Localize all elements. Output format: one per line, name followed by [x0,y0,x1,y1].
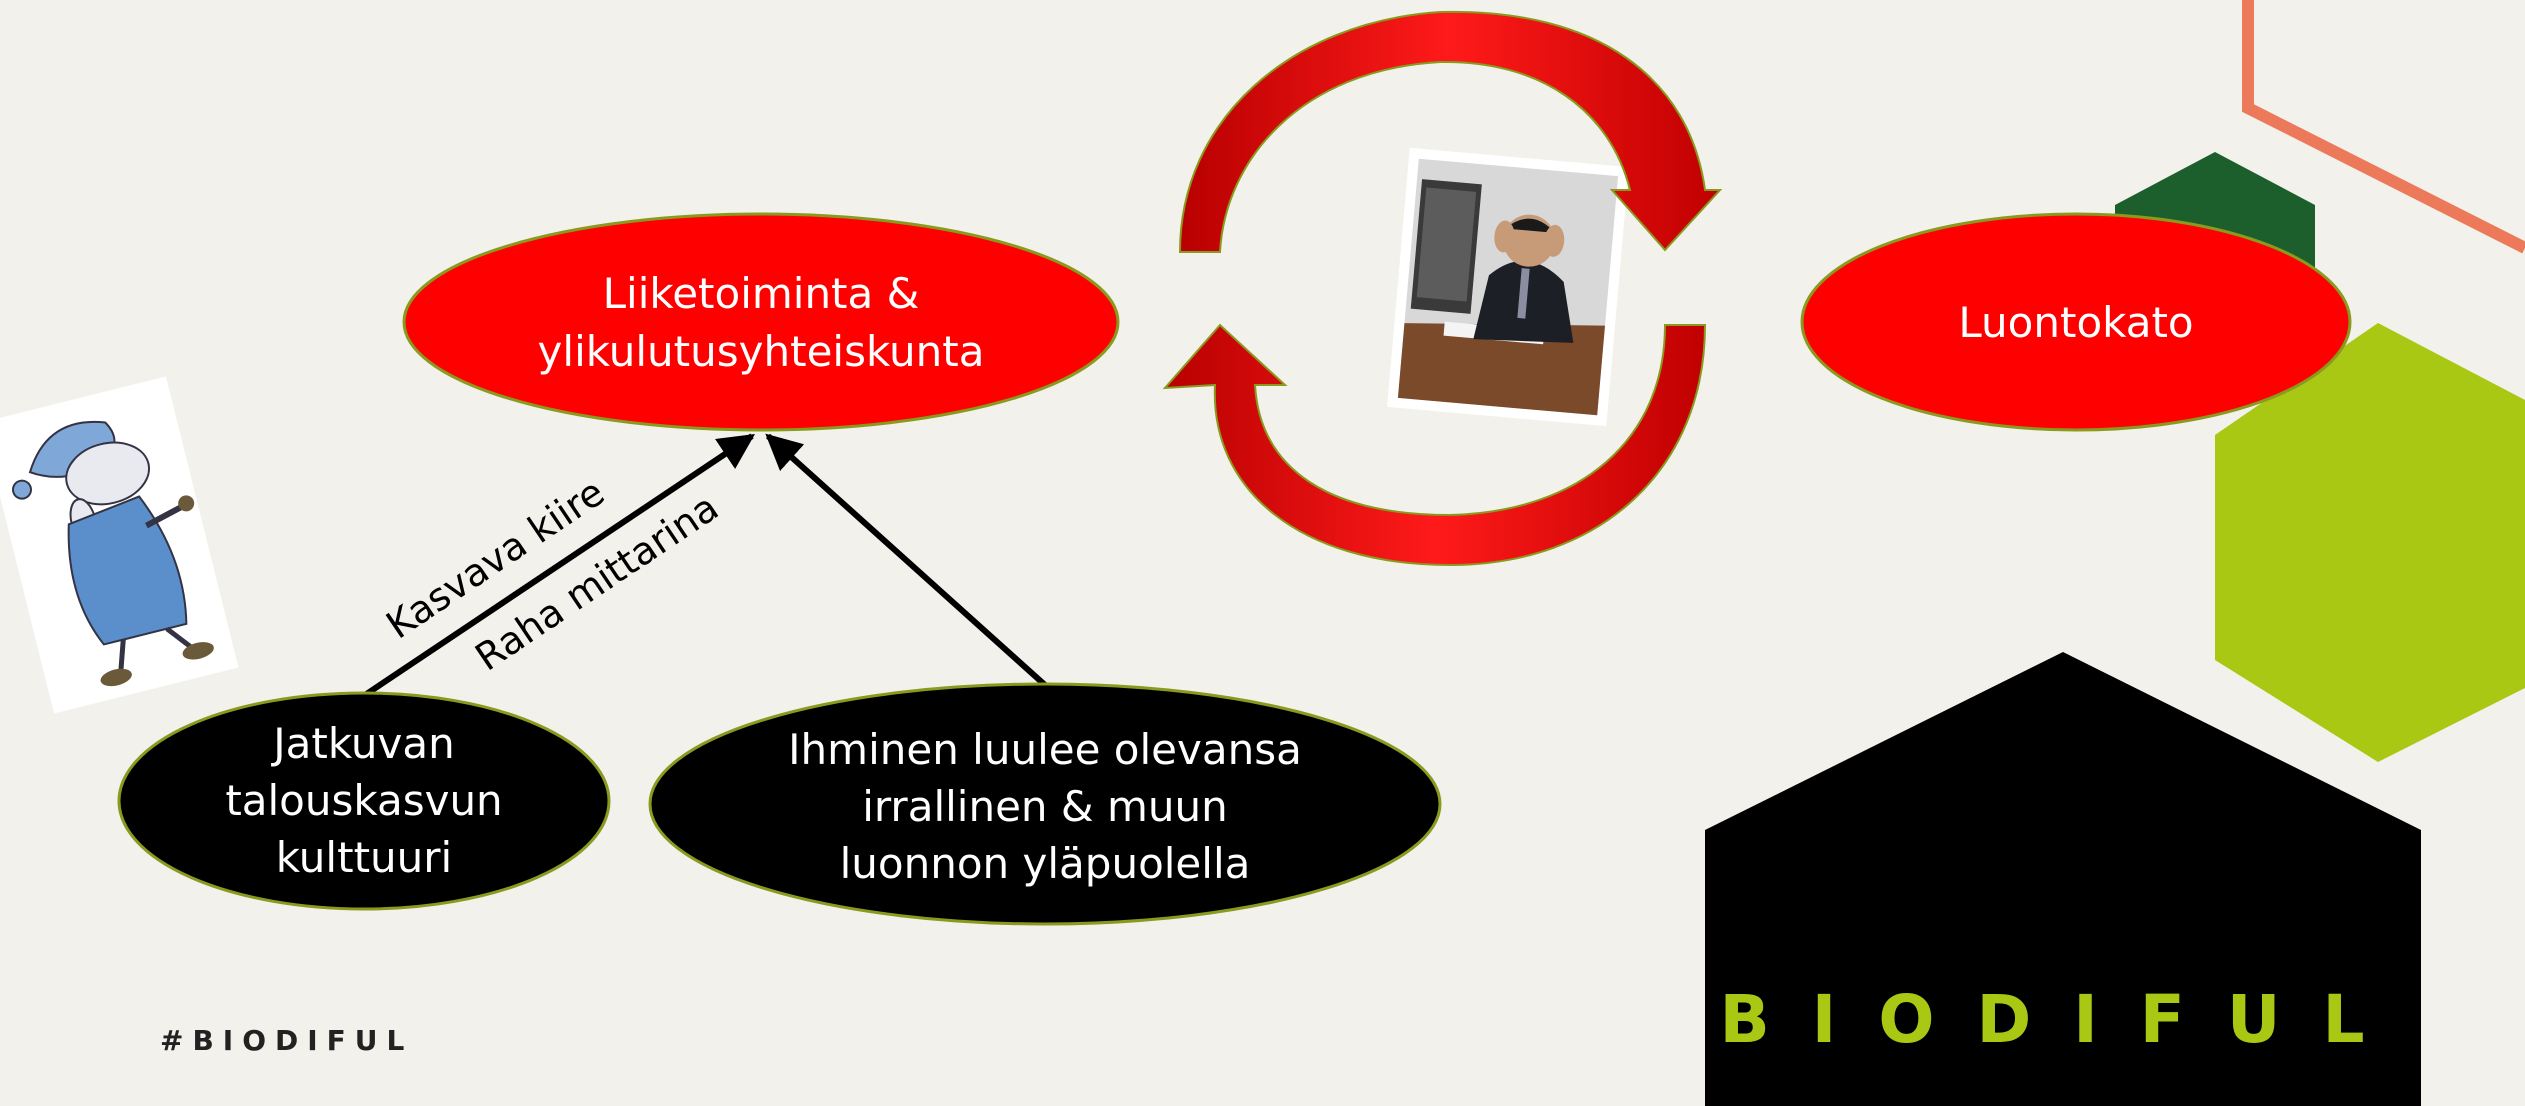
node-human-view-line-2: irrallinen & muun [862,782,1228,831]
cycle-arrow-top [1178,10,1723,253]
cycle-arrow-bottom [1162,323,1707,567]
cycle-arrows [1162,10,1723,567]
node-business-line-1: Liiketoiminta & [603,269,920,318]
arrow-human-to-business [765,433,1048,688]
node-human-view-line-1: Ihminen luulee olevansa [788,725,1302,774]
arrow-growth-to-business [363,433,755,698]
node-growth-culture-line-1: Jatkuvan [270,719,454,768]
hashtag-label: #BIODIFUL [160,1024,413,1057]
black-hexagon-logo-block [1705,652,2421,1106]
biodiful-logo: BIODIFUL [1719,981,2406,1058]
node-human-view-line-3: luonnon yläpuolella [840,839,1251,888]
node-biodiversity-loss: Luontokato [1800,212,2352,432]
stressed-businessman-photo [1387,147,1629,427]
lime-hexagon [2215,323,2525,762]
node-business: Liiketoiminta & ylikulutusyhteiskunta [402,212,1120,432]
salmon-hexagon-outline [2242,0,2525,254]
node-growth-culture-line-3: kulttuuri [276,833,452,882]
cartoon-figure-image [0,376,239,714]
node-growth-culture-line-2: talouskasvun [225,776,502,825]
node-growth-culture: Jatkuvan talouskasvun kulttuuri [117,691,611,911]
node-biodiversity-loss-label: Luontokato [1958,298,2193,347]
node-business-line-2: ylikulutusyhteiskunta [538,327,985,376]
node-human-view: Ihminen luulee olevansa irrallinen & muu… [648,682,1442,926]
